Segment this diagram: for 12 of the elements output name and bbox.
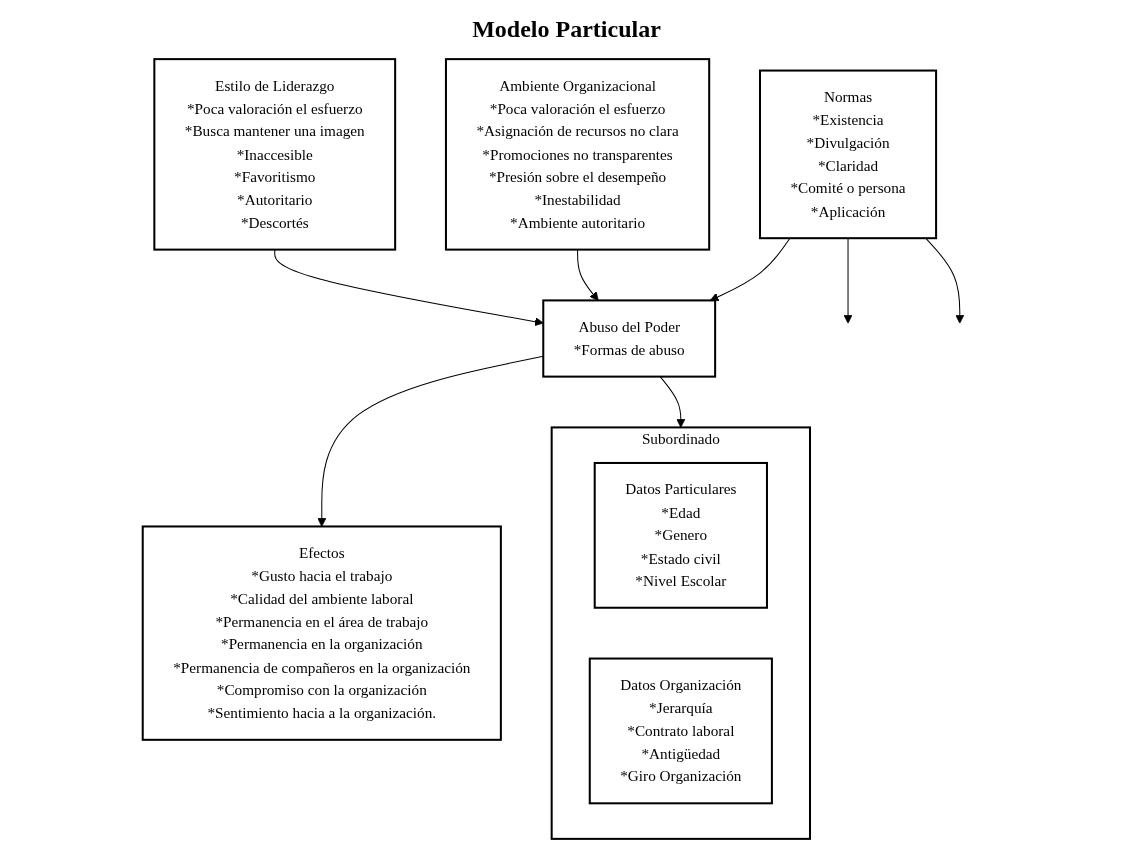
node-box: Efectos *Gusto hacia el trabajo *Calidad del ambiente laboral *Permanencia en el área de trabajo *Permanencia en la organización *Permanencia de compañeros en la organización *Compromiso con la organización *Sentimiento hacia a la organización. [141,525,502,741]
node-box: Datos Particulares *Edad *Genero *Estado civil *Nivel Escolar [593,461,768,609]
node-box: Datos Organización *Jerarquía *Contrato laboral *Antigüedad *Giro Organización [588,657,773,805]
arrow [659,376,686,428]
node-box: Abuso del Poder *Formas de abuso [542,299,717,378]
node-box: Ambiente Organizacional *Poca valoración el esfuerzo *Asignación de recursos no clara *Promociones no transparentes *Presión sobre el desempeño *Inestabilidad *Ambiente autoritario [444,58,711,251]
arrow [577,249,599,301]
node-box: Normas *Existencia *Divulgación *Claridad *Comité o persona *Aplicación [758,69,938,240]
diagram-title: Modelo Particular [472,16,661,43]
arrow [317,355,544,527]
arrow [274,249,544,327]
node-box: Estilo de Liderazgo *Poca valoración el esfuerzo *Busca mantener una imagen *Inaccesible *Favoritismo *Autoritario *Descortés [153,58,397,251]
